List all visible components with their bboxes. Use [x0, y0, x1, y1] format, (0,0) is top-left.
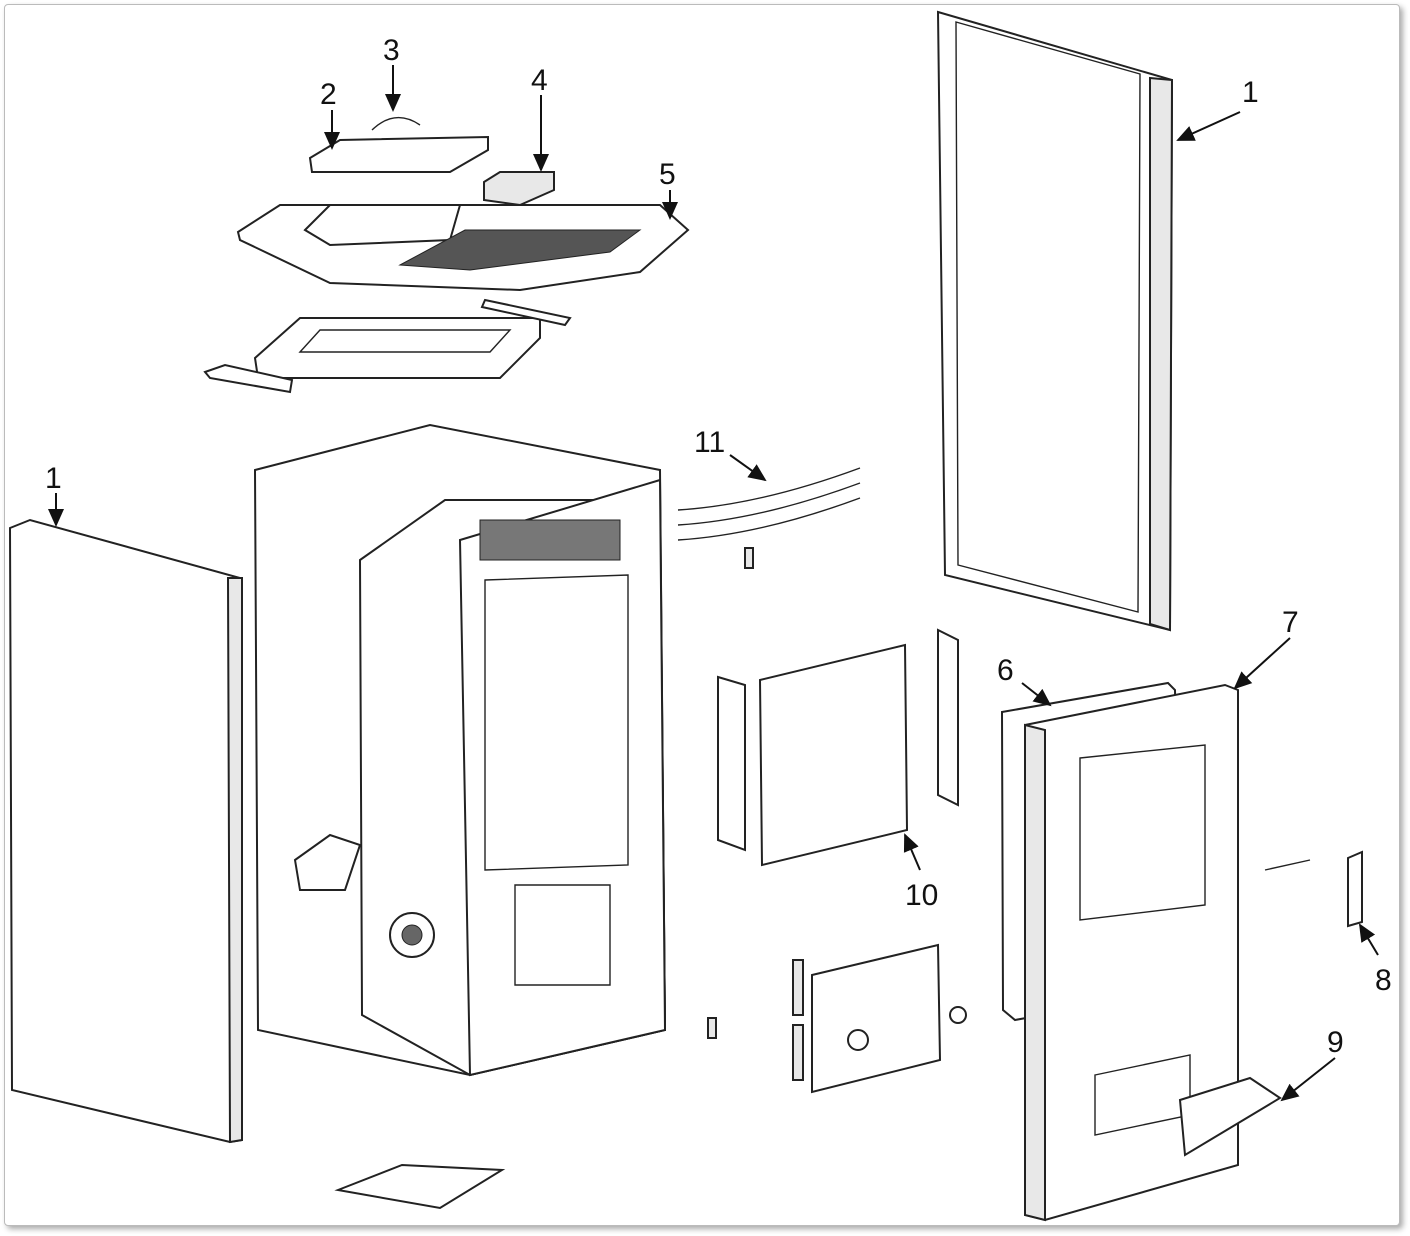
callout-door-handle: 8: [1375, 964, 1392, 997]
callout-top-lid: 2: [320, 78, 337, 111]
callout-top-component: 4: [531, 64, 548, 97]
leader-line: [1233, 637, 1291, 690]
callout-left-side-panel: 1: [45, 462, 62, 495]
top-plate: [236, 204, 690, 292]
top-component: [483, 171, 555, 207]
lid-handle: [371, 117, 421, 131]
callout-right-side-panel: 1: [1242, 76, 1259, 109]
leader-line: [1280, 1057, 1336, 1102]
callout-top-plate: 5: [659, 158, 676, 191]
leader-line: [1176, 111, 1241, 141]
callout-door-gasket: 6: [997, 654, 1014, 687]
callout-firebox-panel: 10: [905, 879, 938, 912]
leader-line: [1021, 682, 1052, 707]
callout-lid-handle: 3: [383, 34, 400, 67]
leader-line: [1358, 923, 1379, 956]
bottom-plate: [334, 1163, 506, 1210]
leader-line: [903, 833, 921, 871]
stove-body: [253, 423, 667, 1077]
callout-rear-grille: 11: [694, 426, 725, 459]
rear-grille: [677, 467, 861, 569]
door-handle: [1264, 850, 1363, 928]
ash-drawer-handle: [1178, 1076, 1282, 1157]
leader-line: [729, 454, 767, 482]
callout-ash-drawer-handle: 9: [1327, 1026, 1344, 1059]
callout-front-door: 7: [1282, 606, 1299, 639]
top-frame: [203, 298, 572, 394]
top-lid: [308, 135, 489, 173]
left-side-panel: [8, 518, 244, 1144]
firebox-panel: [707, 628, 967, 1094]
right-side-panel: [936, 10, 1174, 632]
